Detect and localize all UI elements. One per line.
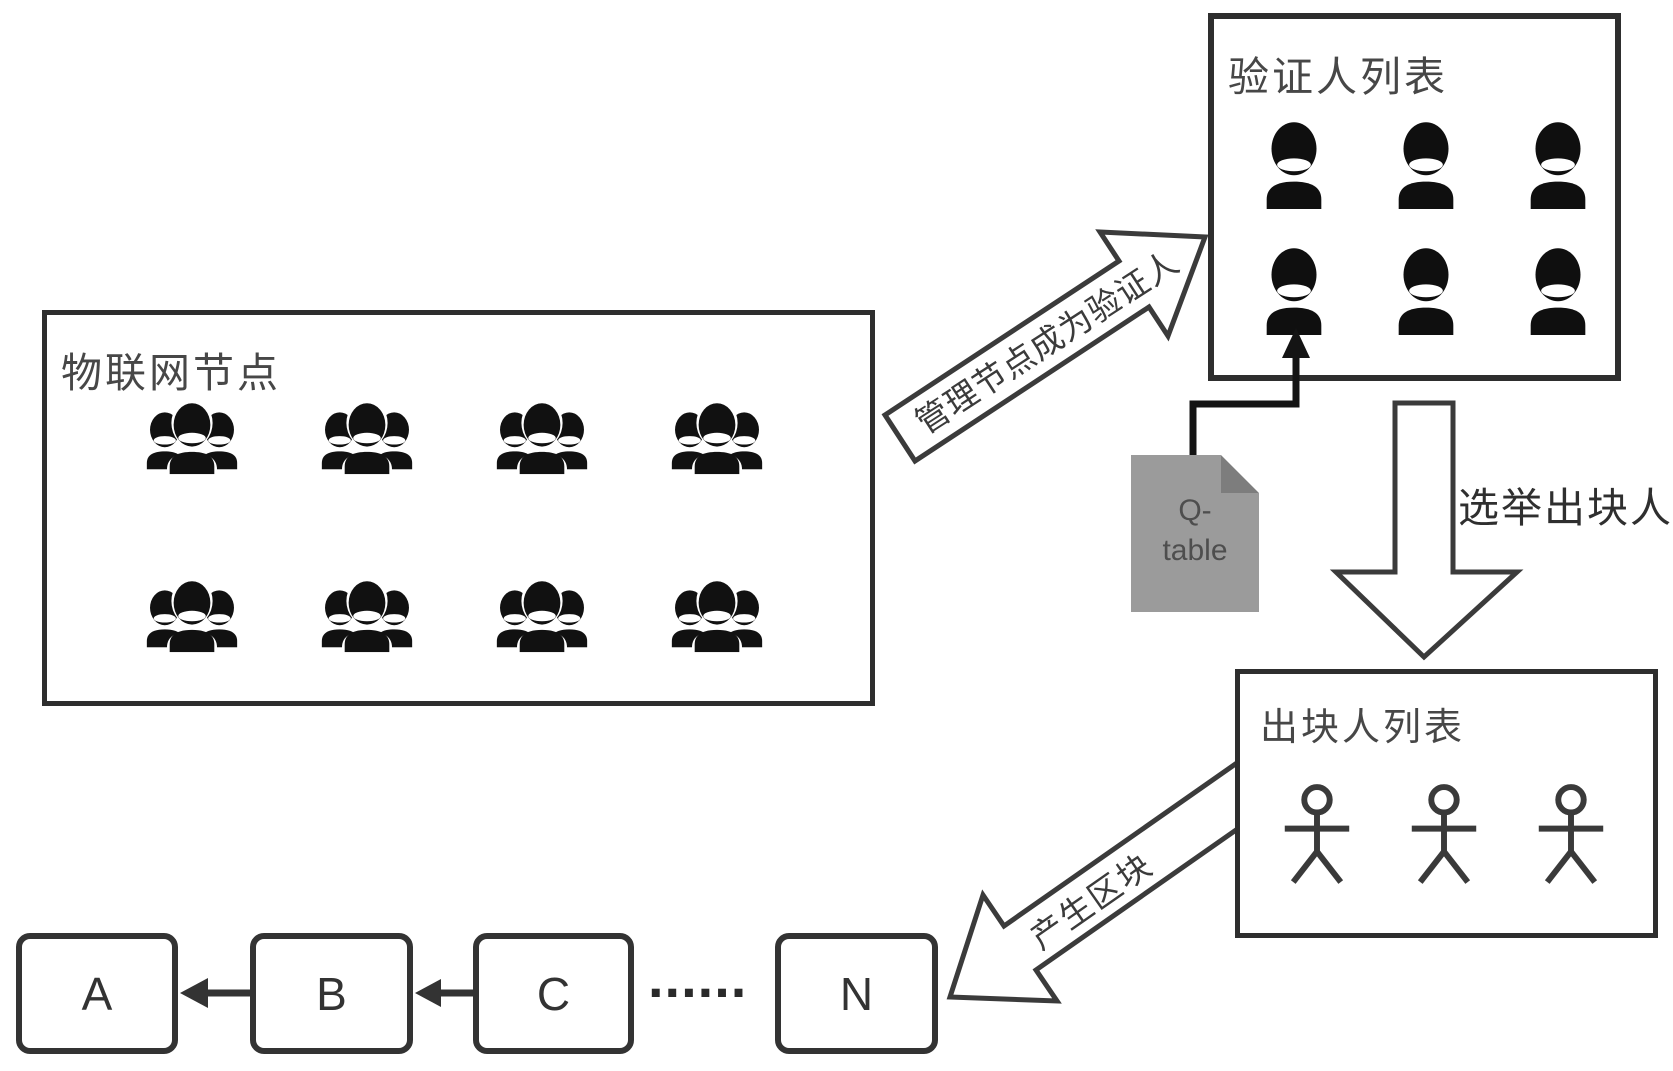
qtable-fold-cut <box>1221 455 1259 493</box>
arrow-label-elect-producers: 选举出块人 <box>1458 485 1673 531</box>
qtable-connector-line <box>1189 352 1300 456</box>
producer-list-box: 出块人列表 <box>1235 669 1658 938</box>
qtable-label-line1: Q- <box>1178 494 1212 527</box>
chain-block-n: N <box>775 933 938 1054</box>
chain-block-label: B <box>316 967 347 1020</box>
chain-arrow-b-to-a <box>180 978 250 1008</box>
qtable-label: Q- table <box>1131 491 1259 571</box>
qtable-label-line2: table <box>1162 534 1228 567</box>
chain-block-label: C <box>536 967 571 1020</box>
chain-block-a: A <box>16 933 178 1054</box>
chain-ellipsis: ...... <box>648 946 748 1009</box>
chain-block-c: C <box>473 933 634 1054</box>
qtable-document: Q- table <box>1131 455 1259 612</box>
validator-list-box: 验证人列表 <box>1208 13 1621 381</box>
validator-box-title: 验证人列表 <box>1228 54 1448 100</box>
chain-arrow-c-to-b <box>415 979 473 1007</box>
chain-block-label: N <box>839 967 874 1020</box>
chain-block-label: A <box>81 967 113 1020</box>
chain-block-b: B <box>250 933 413 1054</box>
producer-box-title: 出块人列表 <box>1260 707 1466 749</box>
iot-nodes-box: 物联网节点 <box>42 310 875 706</box>
management-to-validators-arrow <box>881 229 1209 465</box>
up-arrowhead-icon <box>1282 328 1310 358</box>
iot-box-title: 物联网节点 <box>61 350 281 396</box>
elect-producers-arrow <box>1329 400 1524 661</box>
